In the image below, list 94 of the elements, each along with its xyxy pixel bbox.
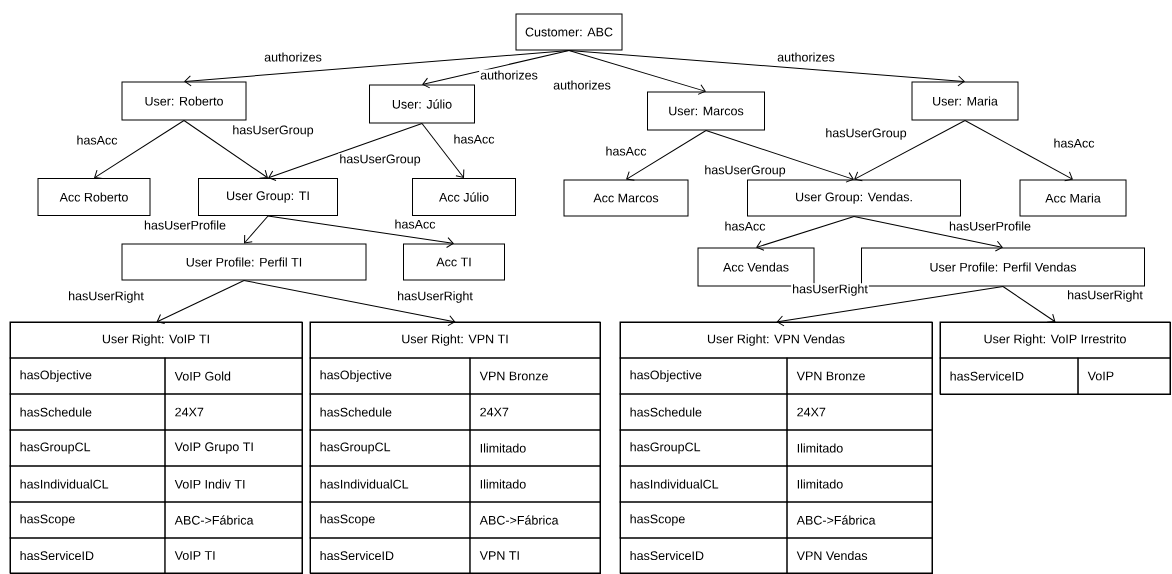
edge-label: hasAcc	[604, 145, 648, 157]
edge-label: authorizes	[479, 69, 539, 81]
arrow	[156, 280, 245, 325]
arrow	[268, 123, 423, 181]
edge-label: hasUserRight	[67, 290, 145, 304]
table-cell: hasIndividualCL	[309, 465, 471, 503]
table-cell: hasObjective	[619, 357, 788, 395]
table-cell: VoIP TI	[164, 537, 303, 574]
table-cell: ABC->Fábrica	[469, 501, 601, 539]
entity-box: User: Marcos	[647, 91, 765, 131]
arrow	[243, 280, 456, 327]
table-cell: VPN Bronze	[786, 357, 933, 395]
arrow	[853, 216, 1003, 252]
table-cell: Ilimitado	[469, 429, 601, 467]
entity-box: User: Júlio	[369, 84, 475, 124]
table-cell: hasScope	[9, 501, 166, 539]
entity-box: Acc Roberto	[37, 178, 151, 216]
arrow	[626, 130, 707, 181]
arrow	[1002, 286, 1056, 323]
table-cell: hasScope	[309, 501, 471, 539]
table-cell: ABC->Fábrica	[786, 501, 933, 539]
entity-box: Acc Marcos	[563, 179, 689, 217]
entity-box: User: Maria	[911, 81, 1019, 121]
table-cell: Ilimitado	[786, 429, 933, 467]
edge-label: hasUserGroup	[824, 127, 908, 141]
table-cell: VoIP Indiv TI	[164, 465, 303, 503]
table-cell: hasGroupCL	[309, 429, 471, 467]
table-cell: hasGroupCL	[619, 429, 788, 467]
table-header: User Right: VoIP TI	[9, 321, 303, 359]
edge-label: hasUserGroup	[703, 164, 787, 178]
arrow	[568, 50, 706, 95]
entity-box: User Profile: Perfil TI	[121, 243, 367, 281]
table-cell: VPN Bronze	[469, 357, 601, 395]
table-cell: hasObjective	[309, 357, 471, 395]
arrow	[854, 120, 966, 182]
table-cell: 24X7	[164, 393, 303, 431]
arrow	[422, 50, 570, 89]
arrow	[421, 123, 465, 178]
table-cell: hasObjective	[9, 357, 166, 395]
edge-label: hasUserGroup	[338, 153, 422, 167]
table-cell: hasScope	[619, 501, 788, 539]
table-cell: hasServiceID	[9, 537, 166, 574]
table-cell: hasServiceID	[939, 357, 1079, 395]
table-cell: VoIP	[1077, 357, 1171, 395]
table-cell: hasServiceID	[309, 537, 471, 574]
entity-box: Acc Maria	[1019, 179, 1127, 217]
entity-box: Acc Júlio	[412, 178, 516, 216]
table-header: User Right: VPN Vendas	[619, 321, 933, 359]
arrow	[94, 120, 185, 180]
table-cell: Ilimitado	[786, 465, 933, 503]
arrow	[244, 215, 269, 244]
arrow	[183, 120, 268, 179]
table-cell: ABC->Fábrica	[164, 501, 303, 539]
table-cell: Ilimitado	[469, 465, 601, 503]
edge-label: hasAcc	[393, 218, 437, 230]
table-cell: hasGroupCL	[9, 429, 166, 467]
table-cell: 24X7	[469, 393, 601, 431]
edge-label: authorizes	[776, 51, 836, 63]
edge-label: authorizes	[263, 51, 323, 63]
table-cell: hasServiceID	[619, 537, 788, 574]
arrow	[756, 216, 855, 251]
edge-label: authorizes	[552, 79, 612, 91]
edge-label: hasAcc	[452, 133, 496, 145]
arrow	[568, 50, 965, 87]
table-cell: hasSchedule	[9, 393, 166, 431]
table-cell: 24X7	[786, 393, 933, 431]
entity-box: User Group: Vendas.	[747, 179, 961, 217]
edge-label: hasUserRight	[396, 290, 474, 304]
table-cell: hasIndividualCL	[9, 465, 166, 503]
entity-box: User: Roberto	[121, 81, 247, 121]
table-header: User Right: VoIP Irrestrito	[939, 321, 1171, 359]
arrow	[964, 120, 1073, 182]
edge-label: hasUserGroup	[231, 124, 315, 138]
table-cell: VPN Vendas	[786, 537, 933, 574]
edge-label: hasUserProfile	[948, 220, 1032, 232]
table-cell: VPN TI	[469, 537, 601, 574]
arrow	[267, 215, 454, 248]
table-cell: hasIndividualCL	[619, 465, 788, 503]
table-cell: hasSchedule	[619, 393, 788, 431]
edge-label: hasAcc	[1052, 137, 1096, 149]
table-cell: VoIP Gold	[164, 357, 303, 395]
arrow	[705, 130, 854, 183]
table-header: User Right: VPN TI	[309, 321, 601, 359]
edge-label: hasAcc	[75, 134, 119, 146]
edge-label: hasUserRight	[791, 283, 869, 297]
table-cell: VoIP Grupo TI	[164, 429, 303, 467]
arrow	[776, 286, 1004, 327]
entity-box: User Group: TI	[198, 178, 338, 216]
edge-label: hasUserRight	[1066, 289, 1144, 303]
edge-label: hasAcc	[723, 220, 767, 232]
edge-label: hasUserProfile	[143, 219, 227, 231]
table-cell: hasSchedule	[309, 393, 471, 431]
entity-box: Acc TI	[403, 243, 505, 281]
entity-box: Customer: ABC	[515, 13, 623, 51]
